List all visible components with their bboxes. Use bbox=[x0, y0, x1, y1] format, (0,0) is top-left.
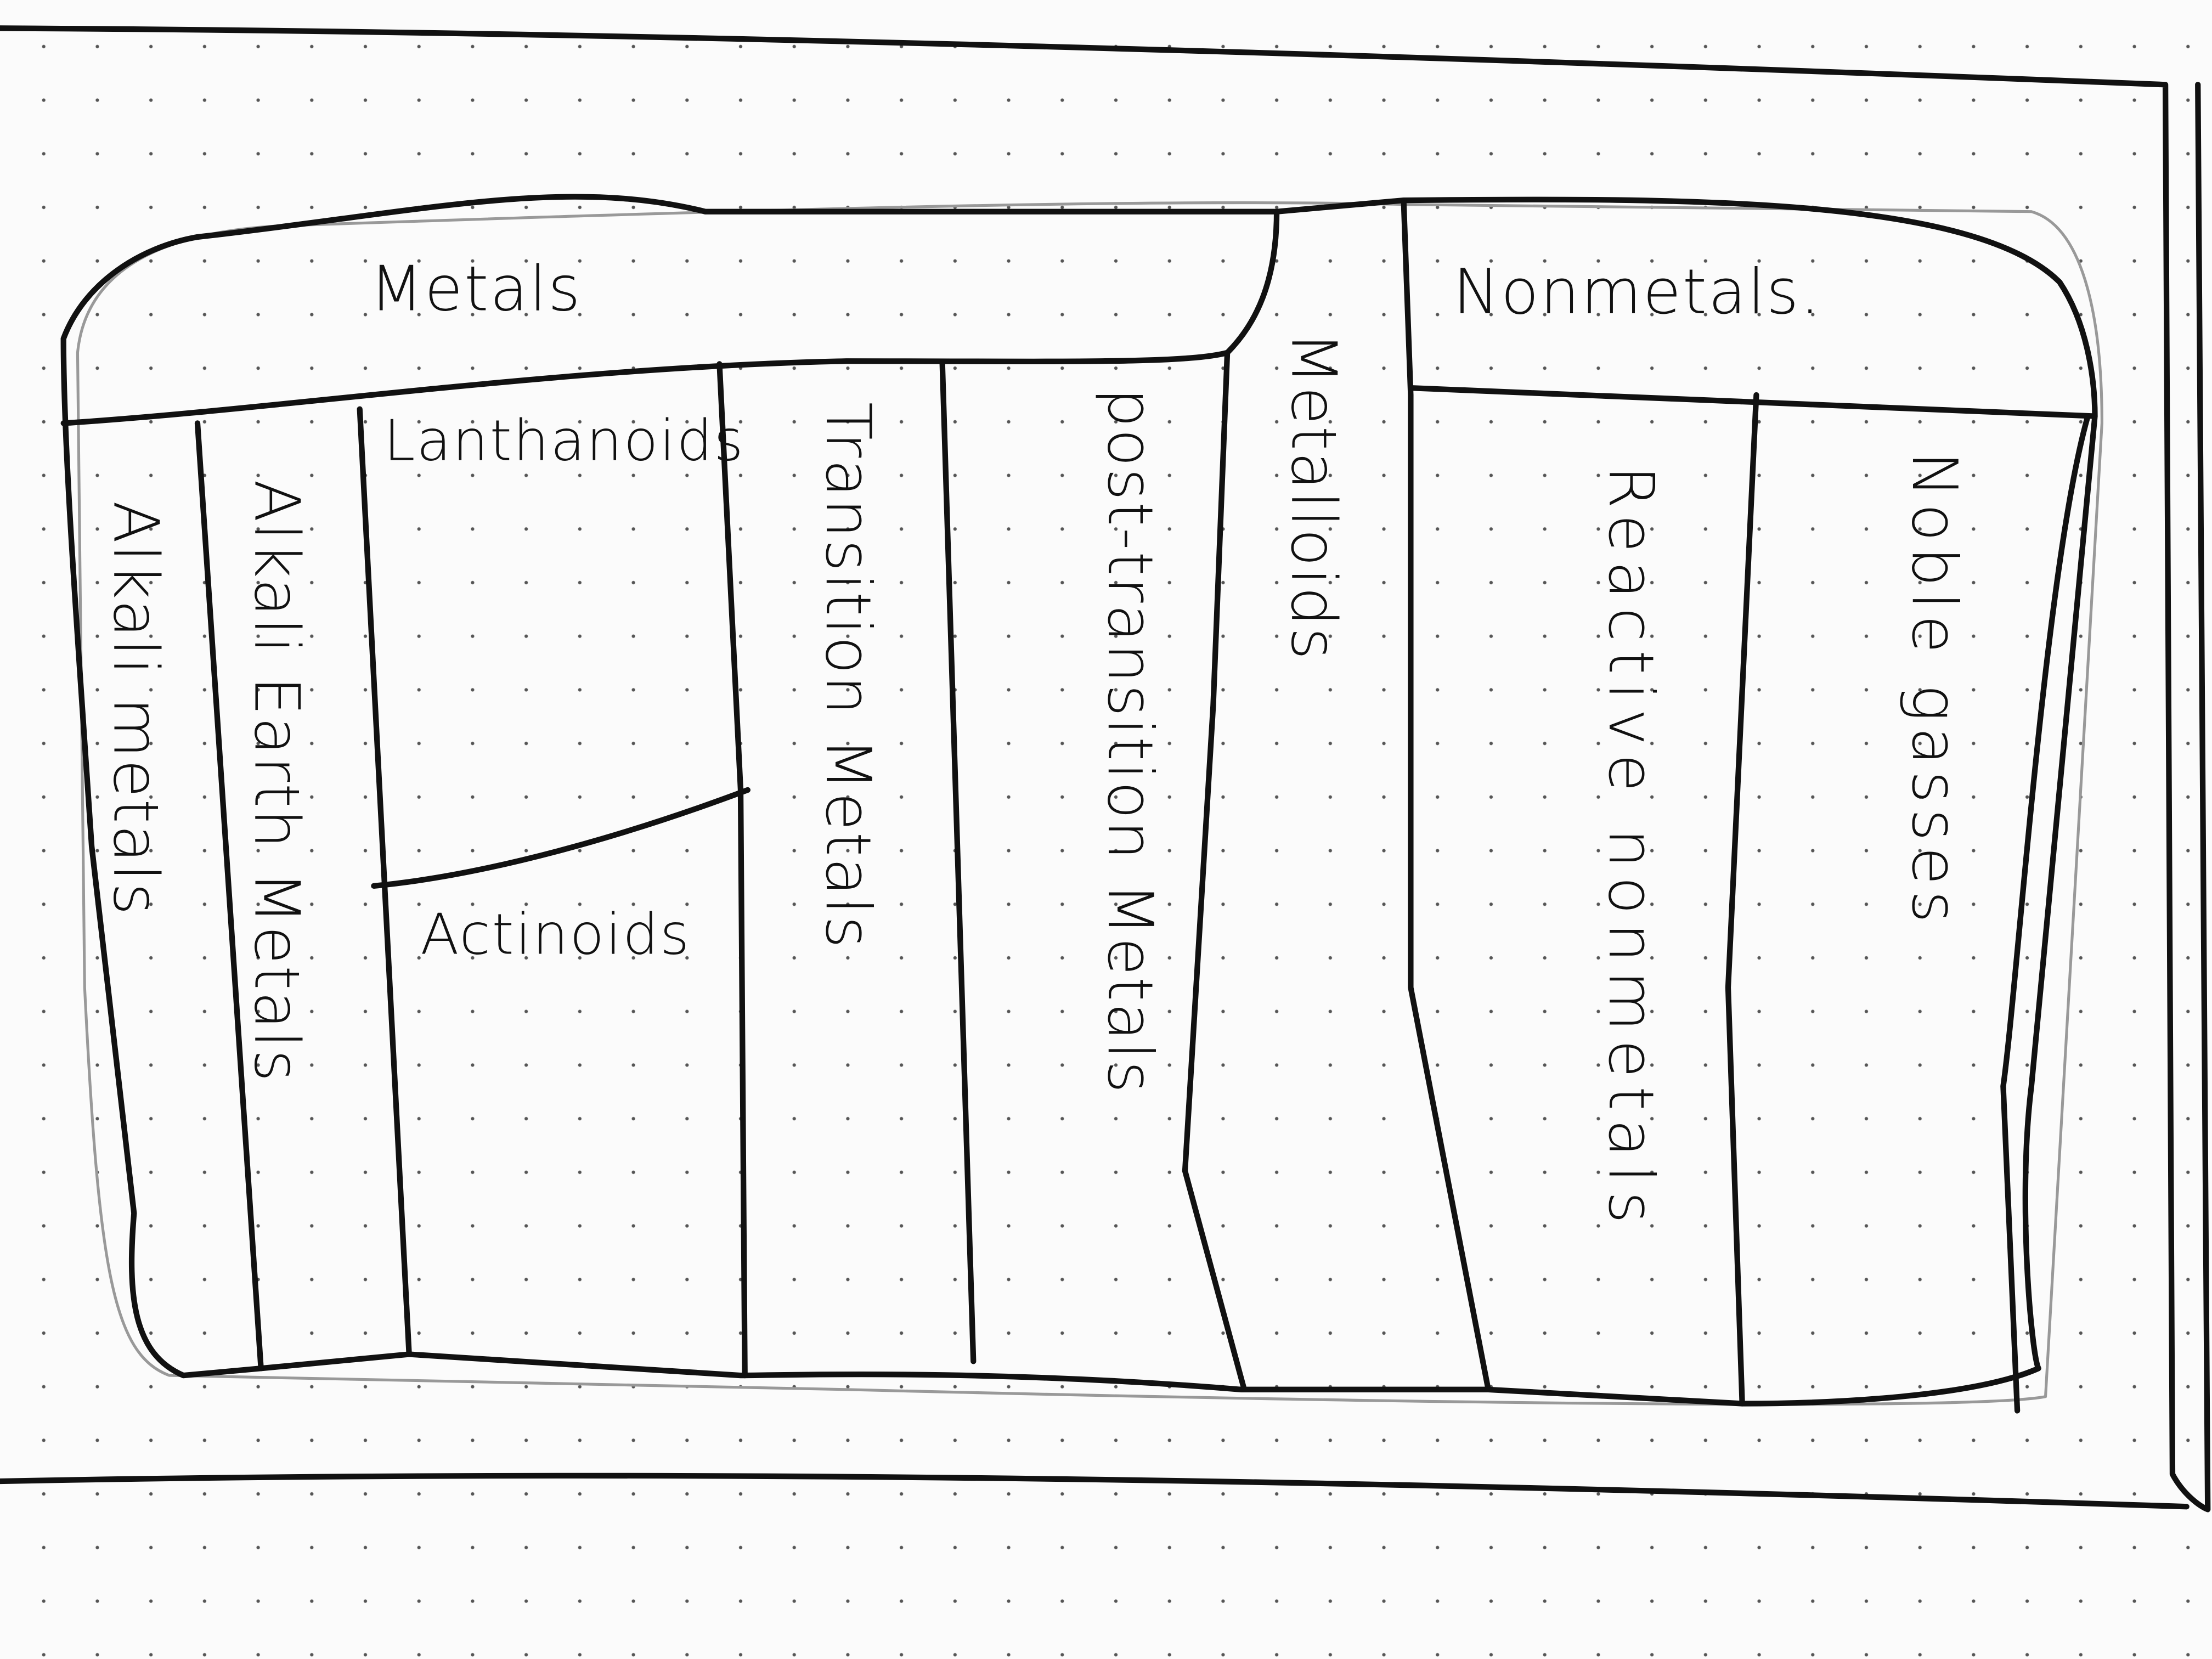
actinoids-cell: Actinoids bbox=[420, 902, 691, 968]
alkali-earth-metals-column: Alkali Earth Metals bbox=[240, 479, 312, 1084]
alkali-metals-column: Alkali metals bbox=[98, 500, 171, 917]
reactive-nonmetals-column: Reactive nonmetals bbox=[1594, 465, 1666, 1232]
post-transition-metals-column: post-transition Metals bbox=[1093, 388, 1165, 1095]
noble-gasses-column: Noble gasses bbox=[1897, 451, 1970, 929]
nonmetals-header: Nonmetals. bbox=[1453, 256, 1821, 329]
metals-header: Metals bbox=[369, 253, 582, 326]
main-box bbox=[60, 194, 2098, 1407]
transition-metals-column: Transition Metals bbox=[811, 402, 883, 950]
lanthanoids-cell: Lanthanoids bbox=[383, 409, 745, 474]
metalloids-column: Metalloids bbox=[1277, 331, 1349, 662]
outer-frame bbox=[0, 25, 2211, 1513]
